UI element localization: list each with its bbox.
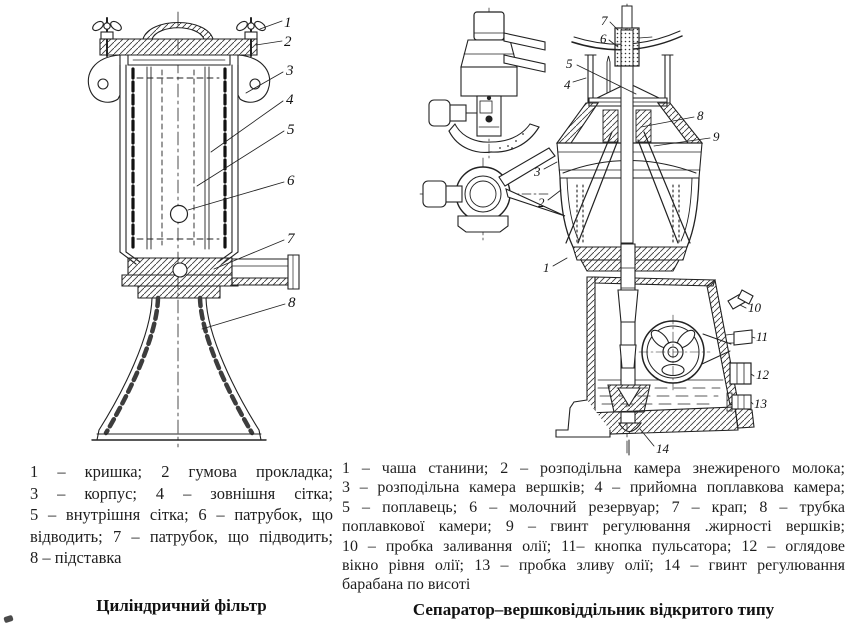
oil-drain-plug	[731, 394, 752, 410]
part-label: 1	[543, 260, 550, 275]
separator-part-labels: 1 2 3 4 5 6 7 8 9 10 11 12 13 14	[533, 13, 770, 456]
part-label: 12	[756, 367, 770, 382]
part-label: 10	[748, 300, 762, 315]
caption-line: відводить; 7 – патрубок, що підводить;	[30, 526, 333, 546]
caption-line: 5 – внутрішня сітка; 6 – патрубок, що	[30, 505, 333, 525]
caption-line: барабана по висоті	[342, 576, 471, 594]
part-label: 9	[713, 129, 720, 144]
caption-line: 8 – підставка	[30, 548, 122, 568]
part-label: 7	[601, 13, 608, 28]
part-label: 7	[287, 231, 296, 247]
part-label: 14	[656, 441, 670, 456]
part-label: 2	[284, 34, 292, 50]
part-label: 5	[566, 56, 573, 71]
part-label: 13	[754, 396, 768, 411]
part-label: 3	[533, 164, 541, 179]
part-label: 3	[285, 63, 294, 79]
separator-diagram: 1 2 3 4 5 6 7 8 9 10 11 12 13 14	[419, 3, 770, 458]
part-label: 6	[600, 31, 607, 46]
faucet-knob	[428, 99, 451, 127]
caption-line: 10 – пробка заливання олії; 11– кнопка п…	[342, 537, 845, 555]
outlet-port	[169, 204, 189, 224]
caption-line: 3 – корпус; 4 – зовнішня сітка;	[30, 483, 333, 503]
spout-upper	[503, 32, 546, 51]
leader-lines	[543, 21, 756, 447]
part-label: 1	[284, 15, 292, 31]
leader-lines	[187, 20, 286, 330]
spout-lower	[503, 54, 546, 73]
oil-sight-glass	[729, 362, 752, 385]
caption-line: 3 – розподільна камера вершків; 4 – прий…	[342, 479, 845, 497]
part-label: 8	[697, 108, 704, 123]
caption-line: 5 – поплавець; 6 – молочний резервуар; 7…	[342, 498, 845, 516]
part-label: 5	[287, 122, 295, 138]
valve-subassembly	[419, 147, 566, 244]
part-label: 4	[286, 92, 294, 108]
separator-caption: 1 – чаша станини; 2 – розподільна камера…	[342, 459, 845, 595]
float-chamber	[587, 54, 671, 104]
part-label: 8	[288, 295, 296, 311]
faucet-subassembly	[428, 7, 546, 159]
wing-nut-left	[92, 17, 122, 57]
height-screw	[618, 422, 643, 433]
part-label: 4	[564, 77, 571, 92]
part-label: 2	[538, 195, 545, 210]
filter-part-labels: 1 2 3 4 5 6 7 8	[284, 15, 296, 311]
flywheel	[638, 314, 711, 391]
supply-tap	[614, 27, 640, 67]
caption-line: 1 – кришка; 2 гумова прокладка;	[30, 462, 333, 481]
caption-line: вікно рівня олії; 13 – пробка зливу олії…	[342, 557, 845, 575]
filter-title: Циліндричний фільтр	[96, 596, 267, 615]
part-label: 6	[287, 173, 295, 189]
wing-nut-right	[236, 17, 266, 57]
pulsator-button	[733, 329, 753, 346]
valve-handle	[498, 147, 556, 187]
separator-title: Сепаратор–вершковіддільник відкритого ти…	[412, 600, 775, 619]
stand-cup	[594, 276, 716, 287]
filter-diagram: 1 2 3 4 5 6 7 8	[87, 11, 300, 448]
caption-line: поплавкової камери; 9 – гвинт регулюванн…	[342, 518, 845, 536]
filter-caption: 1 – кришка; 2 гумова прокладка; 3 – корп…	[30, 461, 333, 569]
scan-artifact	[3, 614, 14, 623]
caption-line: 1 – чаша станини; 2 – розподільна камера…	[342, 460, 845, 477]
part-label: 11	[756, 329, 768, 344]
